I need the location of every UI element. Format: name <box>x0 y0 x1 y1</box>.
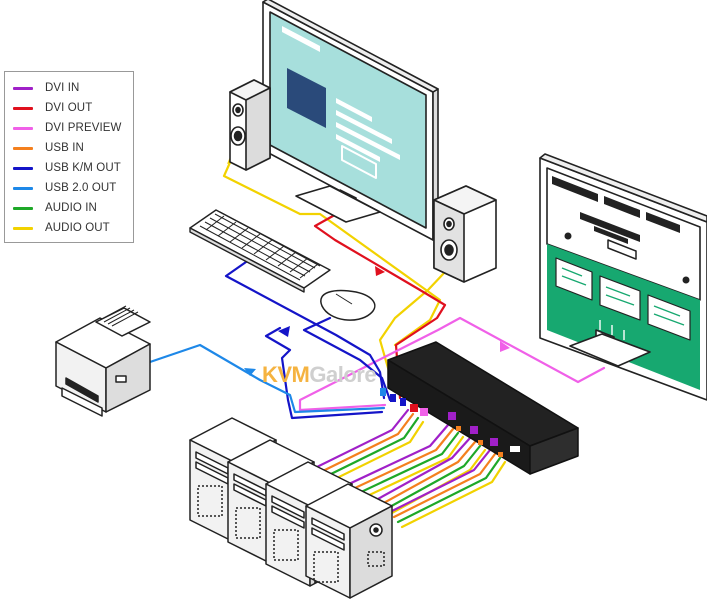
legend-item-dvi-preview: DVI PREVIEW <box>13 120 122 136</box>
legend-swatch <box>13 86 33 90</box>
legend-label: USB 2.0 OUT <box>45 182 117 194</box>
printer-output-slot <box>65 377 99 403</box>
legend-item-usb-km-out: USB K/M OUT <box>13 160 121 176</box>
cable-usb20-printer <box>148 343 386 414</box>
right-speaker <box>433 185 497 283</box>
kvm-ports <box>380 388 520 457</box>
legend-label: DVI PREVIEW <box>45 122 122 134</box>
cable-dvi-out <box>313 210 447 400</box>
watermark-part-1: KVM <box>262 362 310 387</box>
left-speaker <box>229 79 271 171</box>
mouse <box>320 289 376 321</box>
screen-button <box>341 145 377 179</box>
legend-item-usb-in: USB IN <box>13 140 84 156</box>
kvm-switch-side <box>529 427 579 475</box>
legend-swatch <box>13 226 33 230</box>
cable-dvi-preview <box>298 316 606 412</box>
main-monitor-base <box>295 185 381 223</box>
kvm-switch <box>380 341 579 475</box>
legend-label: USB IN <box>45 142 84 154</box>
legend-item-usb-20-out: USB 2.0 OUT <box>13 180 116 196</box>
cable-audio-out-left-speaker <box>222 156 442 347</box>
legend-swatch <box>13 106 33 110</box>
legend-item-dvi-in: DVI IN <box>13 80 79 96</box>
legend-label: AUDIO OUT <box>45 222 110 234</box>
keyboard-keys <box>199 211 321 281</box>
printer <box>55 305 151 417</box>
preview-monitor <box>539 153 707 401</box>
screen-title-bar <box>282 26 320 52</box>
mouse-body <box>320 289 376 321</box>
legend-item-audio-out: AUDIO OUT <box>13 220 110 236</box>
cable-audio-out-right-speaker <box>378 270 447 384</box>
legend-item-audio-in: AUDIO IN <box>13 200 97 216</box>
cable-usb-km-mouse <box>302 316 392 402</box>
legend-swatch <box>13 206 33 210</box>
printer-panel <box>115 375 127 383</box>
watermark-part-2: Galore <box>309 362 377 387</box>
main-monitor <box>262 0 439 241</box>
screen-image-block <box>287 68 326 128</box>
legend-label: USB K/M OUT <box>45 162 121 174</box>
legend: DVI IN DVI OUT DVI PREVIEW USB IN USB K/… <box>4 71 134 243</box>
legend-swatch <box>13 126 33 130</box>
legend-swatch <box>13 166 33 170</box>
keyboard <box>189 209 331 293</box>
legend-label: DVI IN <box>45 82 80 94</box>
legend-item-dvi-out: DVI OUT <box>13 100 92 116</box>
legend-swatch <box>13 146 33 150</box>
cable-usb-km-loop <box>264 326 384 420</box>
preview-monitor-base <box>569 333 651 367</box>
legend-swatch <box>13 186 33 190</box>
legend-label: DVI OUT <box>45 102 93 114</box>
legend-label: AUDIO IN <box>45 202 97 214</box>
pc-tower-4 <box>305 483 393 599</box>
watermark-logo: KVMGalore <box>262 362 377 388</box>
